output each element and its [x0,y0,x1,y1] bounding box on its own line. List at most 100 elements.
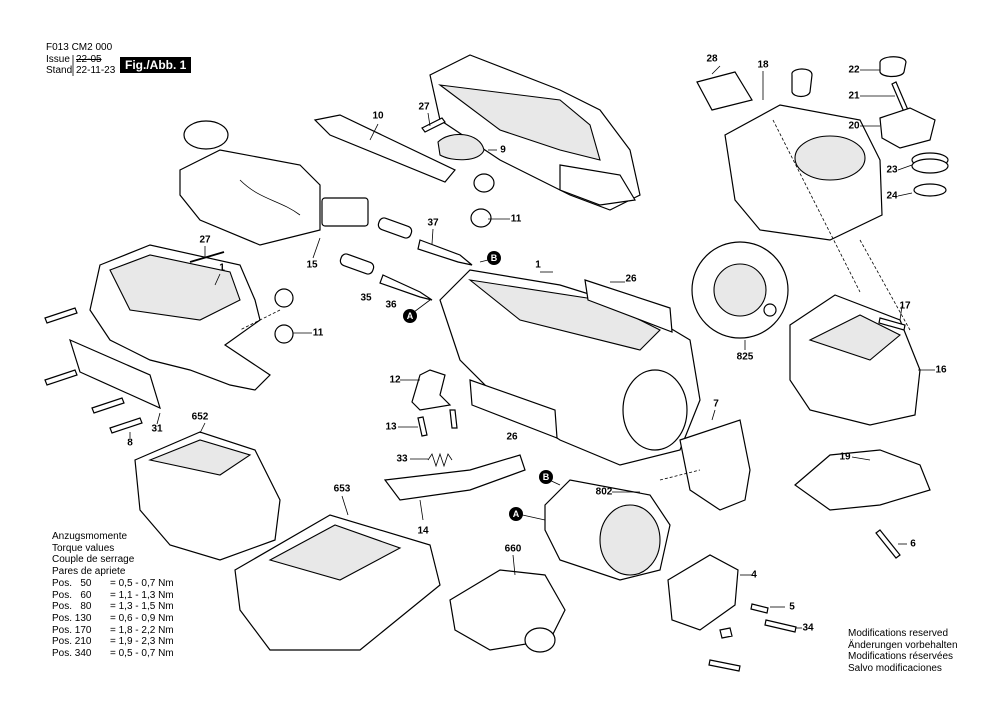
screw-34b [719,627,733,639]
top-cover [724,104,883,241]
part-label-34: 34 [802,622,814,634]
torque-title-es: Pares de apriete [52,566,126,578]
callout-a-lower: A [509,507,523,521]
screw-34c [708,659,741,672]
label-strip [69,338,161,410]
callout-a-upper: A [403,309,417,323]
part-label-31: 31 [151,423,163,435]
pin-top [421,117,446,133]
bearing-plate [667,554,739,631]
modifications-notice: Modifications reserved Änderungen vorbeh… [848,628,958,674]
stand-label: Stand [46,65,73,76]
torque-row: Pos. 130= 0,6 - 0,9 Nm [52,612,174,624]
pin-35b [339,253,375,275]
torque-row: Pos. 340= 0,5 - 0,7 Nm [52,648,174,660]
part-label-21: 21 [848,90,860,102]
pin-27-left [189,251,225,263]
part-label-28: 28 [706,53,718,65]
part-label-8: 8 [127,437,133,449]
modifications-es: Salvo modificaciones [848,662,942,674]
part-label-15: 15 [306,259,318,271]
ring-7 [679,419,751,511]
part-label-24: 24 [886,190,898,202]
assembly-lines [239,119,911,481]
part-label-23: 23 [886,164,898,176]
part-label-37: 37 [427,217,439,229]
bracket-14 [383,454,526,501]
part-label-26-lower: 26 [506,431,518,443]
pin-37 [417,239,473,266]
left-housing-half [89,244,271,391]
torque-row: Pos. 80= 1,3 - 1,5 Nm [52,601,174,613]
screw-6 [875,529,901,559]
doc-code: F013 CM2 000 [46,42,113,53]
part-label-802: 802 [595,486,613,498]
part-label-36: 36 [385,299,397,311]
cap-22 [879,56,907,78]
part-label-653: 653 [333,483,351,495]
part-label-22: 22 [848,64,860,76]
ring-upper-b [470,208,492,228]
part-label-9: 9 [500,144,506,156]
torque-title-de: Anzugsmomente [52,531,128,542]
torque-row: Pos. 170= 1,8 - 2,2 Nm [52,624,174,636]
ring-left-b [274,324,294,344]
screw-21 [891,81,909,113]
part-label-10: 10 [372,110,384,122]
part-label-19: 19 [839,451,851,463]
callout-b-lower: B [539,470,553,484]
pin-36 [379,274,433,301]
knob-20 [879,107,936,149]
label-strip-26a [584,279,673,333]
label-strip-26b [469,379,558,439]
part-label-825: 825 [736,351,754,363]
screw-13b [449,409,458,429]
part-label-16: 16 [935,364,947,376]
part-label-1-left: 1 [219,262,225,274]
bracket-12 [411,369,452,411]
part-label-12: 12 [389,374,401,386]
guard [794,449,931,511]
part-label-27-left: 27 [199,234,211,246]
torque-row: Pos. 210= 1,9 - 2,3 Nm [52,636,174,648]
dust-adapter [449,569,566,653]
washer-24 [913,183,947,197]
part-label-5: 5 [789,601,795,613]
issue-value: 22-05 [76,54,102,65]
part-label-14: 14 [417,525,429,537]
battery-pack [134,431,281,561]
part-label-11-upper: 11 [510,213,522,225]
stand-value: 22-11-23 [76,65,116,76]
part-label-660: 660 [504,543,522,555]
torque-row: Pos. 50= 0,5 - 0,7 Nm [52,577,174,589]
part-label-17: 17 [899,300,911,312]
slider [313,114,456,183]
torque-title-en: Torque values [52,542,115,554]
screw-17 [878,317,906,331]
modifications-de: Änderungen vorbehalten [848,639,958,651]
part-label-33: 33 [396,453,408,465]
torque-title-fr: Couple de serrage [52,554,135,566]
ring-upper-a [473,173,495,193]
part-label-20: 20 [848,120,860,132]
screw-5 [750,603,769,614]
part-label-26-upper: 26 [625,273,637,285]
part-label-27-top: 27 [418,101,430,113]
cap-18 [791,68,813,98]
modifications-en: Modifications reserved [848,628,949,639]
part-label-11-left: 11 [312,327,324,339]
part-label-6: 6 [910,538,916,550]
torque-row: Pos. 60= 1,1 - 1,3 Nm [52,589,174,601]
part-label-652: 652 [191,411,209,423]
part-label-1-main: 1 [535,259,541,271]
gear-assembly [691,241,789,339]
figure-badge: Fig./Abb. 1 [120,57,192,73]
torque-table: Anzugsmomente Torque values Couple de se… [52,531,174,660]
pin-35a [377,217,413,239]
leader-lines [129,65,935,629]
main-housing [439,269,701,466]
motor [544,479,671,581]
gear-head [789,294,921,426]
washer-23b [911,158,949,174]
